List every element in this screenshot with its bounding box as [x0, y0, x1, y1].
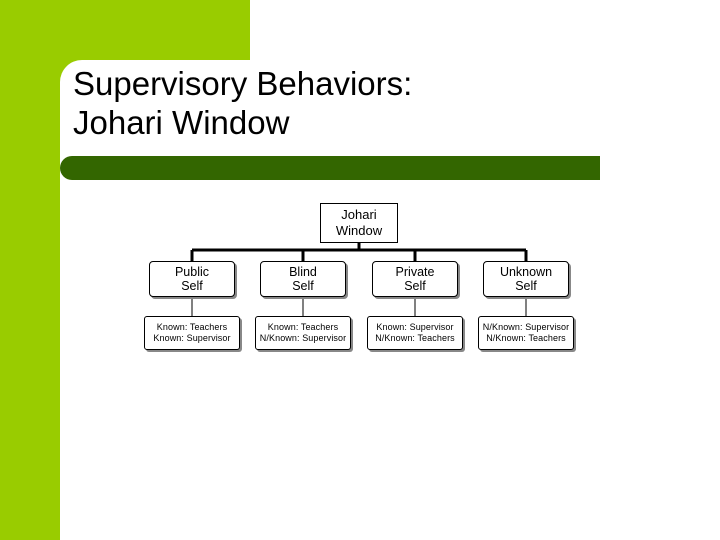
- root-label-line-2: Window: [335, 223, 383, 238]
- blind-self-description: Known: Teachers N/Known: Supervisor: [255, 316, 351, 350]
- description-line-1: N/Known: Supervisor: [482, 322, 570, 332]
- blind-self-node: Blind Self: [260, 261, 346, 297]
- description-line-2: N/Known: Supervisor: [259, 333, 347, 343]
- public-self-description: Known: Teachers Known: Supervisor: [144, 316, 240, 350]
- node-label-line-2: Self: [292, 279, 314, 293]
- slide-title-line-2: Johari Window: [73, 104, 290, 141]
- node-label-line-2: Self: [515, 279, 537, 293]
- title-underline-bar: [60, 156, 600, 180]
- description-line-1: Known: Teachers: [156, 322, 228, 332]
- johari-window-root-node: Johari Window: [320, 203, 398, 243]
- description-line-1: Known: Supervisor: [376, 322, 454, 332]
- node-label-line-2: Self: [181, 279, 203, 293]
- description-line-2: Known: Supervisor: [153, 333, 231, 343]
- private-self-description: Known: Supervisor N/Known: Teachers: [367, 316, 463, 350]
- slide-title-line-1: Supervisory Behaviors:: [73, 65, 413, 102]
- root-label-line-1: Johari: [341, 207, 377, 222]
- description-line-1: Known: Teachers: [267, 322, 339, 332]
- public-self-node: Public Self: [149, 261, 235, 297]
- node-label-line-1: Blind: [289, 265, 317, 279]
- node-label-line-1: Unknown: [499, 265, 553, 279]
- slide-title: Supervisory Behaviors: Johari Window: [73, 64, 412, 142]
- content-panel: [60, 60, 720, 540]
- node-label-line-1: Public: [174, 265, 210, 279]
- node-label-line-2: Self: [404, 279, 426, 293]
- node-label-line-1: Private: [395, 265, 435, 279]
- private-self-node: Private Self: [372, 261, 458, 297]
- unknown-self-description: N/Known: Supervisor N/Known: Teachers: [478, 316, 574, 350]
- description-line-2: N/Known: Teachers: [375, 333, 455, 343]
- description-line-2: N/Known: Teachers: [486, 333, 566, 343]
- unknown-self-node: Unknown Self: [483, 261, 569, 297]
